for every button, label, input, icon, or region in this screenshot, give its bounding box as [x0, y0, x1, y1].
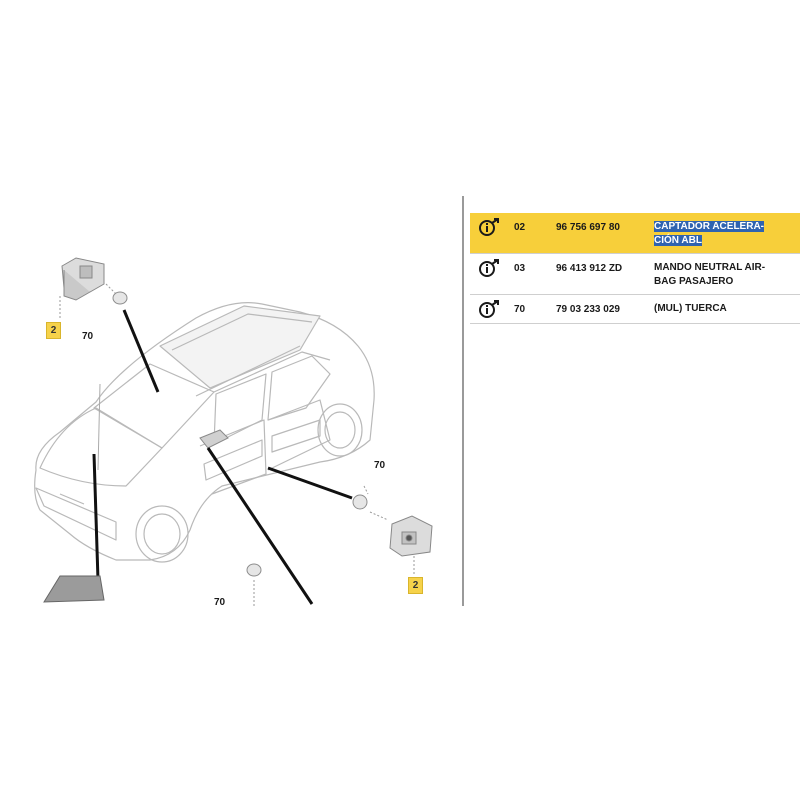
info-arrow-icon[interactable] — [470, 253, 510, 295]
sensor-part-top-left — [61, 257, 105, 301]
description-line: CIÓN ABL — [654, 235, 702, 246]
callout-ref-2-right[interactable]: 2 — [408, 577, 423, 594]
description-line: BAG PASAJERO — [654, 276, 734, 287]
description-line: MANDO NEUTRAL AIR- — [654, 262, 766, 273]
part-description: (MUL) TUERCA — [650, 294, 800, 324]
description-line: CAPTADOR ACELERA- — [654, 221, 764, 232]
callout-70-right[interactable]: 70 — [374, 460, 386, 471]
callout-70-bottom[interactable]: 70 — [214, 597, 226, 608]
part-description: CAPTADOR ACELERA- CIÓN ABL — [650, 213, 800, 254]
part-ref: 02 — [510, 213, 552, 254]
part-ref: 70 — [510, 294, 552, 324]
callout-ref-2-top-left[interactable]: 2 — [46, 322, 61, 339]
part-ref: 03 — [510, 253, 552, 295]
sensor-part-right — [389, 515, 433, 557]
callout-70-top-left[interactable]: 70 — [82, 331, 94, 342]
part-number: 79 03 233 029 — [552, 294, 650, 324]
part-description: MANDO NEUTRAL AIR- BAG PASAJERO — [650, 253, 800, 295]
description-line: (MUL) TUERCA — [654, 303, 727, 314]
table-row[interactable]: 02 96 756 697 80 CAPTADOR ACELERA- CIÓN … — [470, 213, 800, 254]
table-row[interactable]: 70 79 03 233 029 (MUL) TUERCA — [470, 294, 800, 324]
info-arrow-icon[interactable] — [470, 213, 510, 254]
part-number: 96 413 912 ZD — [552, 253, 650, 295]
part-number: 96 756 697 80 — [552, 213, 650, 254]
parts-diagram: 2 70 70 2 70 — [0, 0, 462, 610]
table-row[interactable]: 03 96 413 912 ZD MANDO NEUTRAL AIR- BAG … — [470, 253, 800, 295]
parts-table: 02 96 756 697 80 CAPTADOR ACELERA- CIÓN … — [470, 213, 800, 324]
info-arrow-icon[interactable] — [470, 294, 510, 324]
panel-divider — [462, 196, 464, 606]
car-exploded-view — [34, 257, 433, 606]
